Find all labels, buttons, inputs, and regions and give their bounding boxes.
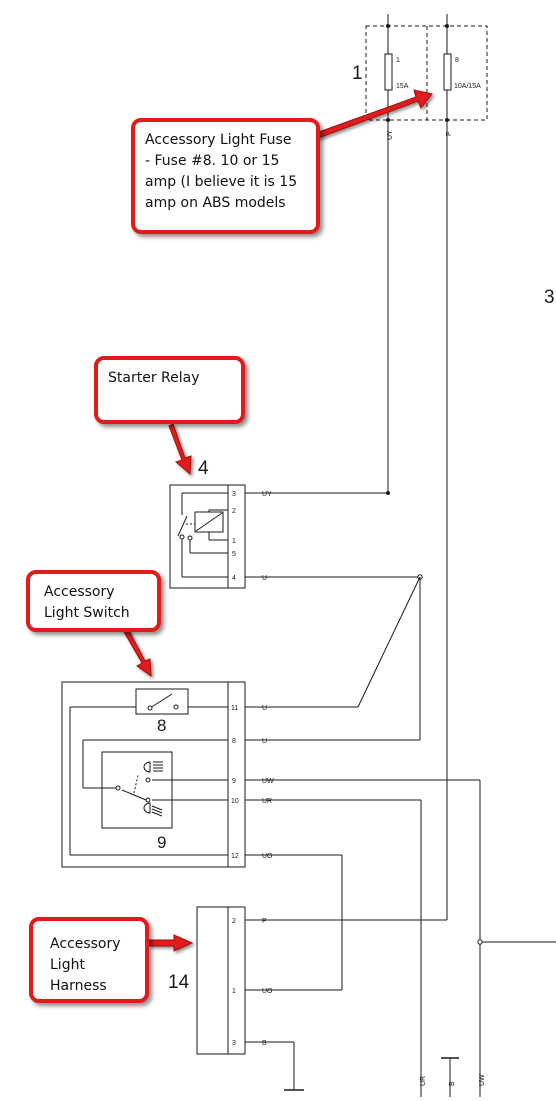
wire-label-switch-9: UW <box>262 778 274 785</box>
wire-label-switch-12: UO <box>262 853 273 860</box>
harness-arrow <box>148 934 194 952</box>
switch-callout: Accessory Light Switch <box>26 570 161 632</box>
switch-pin-9: 9 <box>232 778 236 785</box>
switch-pin-12: 12 <box>231 853 239 860</box>
relay-callout: Starter Relay <box>94 356 245 424</box>
fuse-box-number: 1 <box>352 63 363 84</box>
fuse-8-wire-label: P <box>446 131 453 136</box>
harness-number: 14 <box>168 972 190 993</box>
fuse-1-number: 1 <box>396 57 400 64</box>
switch-9-number: 9 <box>157 833 166 852</box>
switch-arrow <box>122 626 152 678</box>
wire-label-switch-10: UR <box>262 798 272 805</box>
fuse-8 <box>443 53 452 91</box>
switch-8-box <box>135 688 189 715</box>
fuse-1 <box>384 53 393 91</box>
relay-pin-4: 4 <box>232 575 236 582</box>
harness-pin-2: 2 <box>232 918 236 925</box>
harness-connector-box <box>196 906 246 1055</box>
bottom-wire-label-ur: UR <box>420 1076 427 1086</box>
bottom-wire-label-uw: UW <box>479 1074 486 1086</box>
switch-pin-8: 8 <box>232 738 236 745</box>
fuse-8-number: 8 <box>455 57 459 64</box>
switch-pin-10: 10 <box>231 798 239 805</box>
starter-relay-box <box>169 484 246 589</box>
switch-8-number: 8 <box>157 716 166 735</box>
fuse-1-wire-label: UY <box>387 130 394 140</box>
wire-label-switch-8: U <box>262 738 267 745</box>
page-edge-number: 3 <box>544 287 555 308</box>
wire-label-harness-3: B <box>262 1040 267 1047</box>
relay-arrow <box>168 423 192 476</box>
fuse-box-outline <box>365 25 488 121</box>
relay-pin-1: 1 <box>232 538 236 545</box>
bottom-wire-label-b: B <box>449 1081 456 1086</box>
fuse-8-rating: 10A/15A <box>454 83 481 90</box>
wire-label-relay-4: U <box>262 575 267 582</box>
fuse-1-rating: 15A <box>396 83 409 90</box>
relay-pin-5: 5 <box>232 551 236 558</box>
relay-pin-3: 3 <box>232 491 236 498</box>
switch-assembly-box <box>61 681 246 868</box>
switch-9-box <box>101 751 173 829</box>
harness-pin-1: 1 <box>232 988 236 995</box>
wire-label-harness-1: UO <box>262 988 273 995</box>
starter-relay-number: 4 <box>198 458 209 479</box>
relay-pin-2: 2 <box>232 508 236 515</box>
wire-label-relay-3: UY <box>262 491 272 498</box>
fuse-callout: Accessory Light Fuse - Fuse #8. 10 or 15… <box>131 118 320 234</box>
harness-pin-3: 3 <box>232 1040 236 1047</box>
switch-pin-11: 11 <box>231 705 238 712</box>
wire-label-harness-2: P <box>262 918 267 925</box>
wire-label-switch-11: U <box>262 705 267 712</box>
harness-callout: Accessory Light Harness <box>29 917 149 1003</box>
fuse-arrow <box>315 89 433 139</box>
